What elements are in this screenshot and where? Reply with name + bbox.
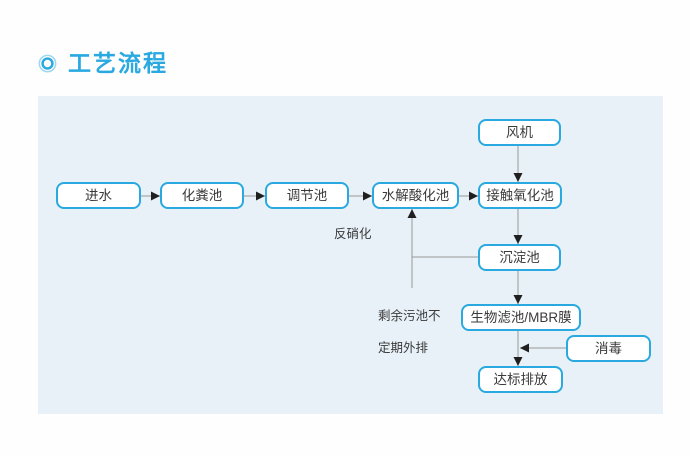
double-circle-icon bbox=[38, 54, 57, 73]
node-regulating-tank: 调节池 bbox=[265, 182, 349, 209]
flowchart-panel: 进水 化粪池 调节池 水解酸化池 接触氧化池 风机 沉淀池 生物滤池/MBR膜 … bbox=[38, 96, 663, 414]
page-title: 工艺流程 bbox=[68, 50, 168, 76]
section-title: 工艺流程 bbox=[38, 52, 168, 75]
label-excess-sludge-line1: 剩余污池不 bbox=[378, 309, 441, 323]
label-excess-sludge-line2: 定期外排 bbox=[378, 341, 429, 355]
node-contact-oxidation-tank: 接触氧化池 bbox=[478, 182, 562, 209]
node-inlet: 进水 bbox=[56, 182, 141, 209]
node-hydrolysis-acidification-tank: 水解酸化池 bbox=[372, 182, 459, 209]
label-excess-sludge-note: 剩余污池不 定期外排 bbox=[378, 292, 441, 356]
label-denitrification: 反硝化 bbox=[334, 227, 372, 241]
node-disinfection: 消毒 bbox=[566, 335, 651, 362]
node-fan: 风机 bbox=[478, 119, 561, 146]
node-biofilter-mbr: 生物滤池/MBR膜 bbox=[461, 304, 581, 331]
node-sedimentation-tank: 沉淀池 bbox=[478, 244, 561, 271]
flowchart-edges bbox=[137, 146, 566, 366]
node-septic-tank: 化粪池 bbox=[160, 182, 244, 209]
node-discharge: 达标排放 bbox=[478, 366, 563, 393]
